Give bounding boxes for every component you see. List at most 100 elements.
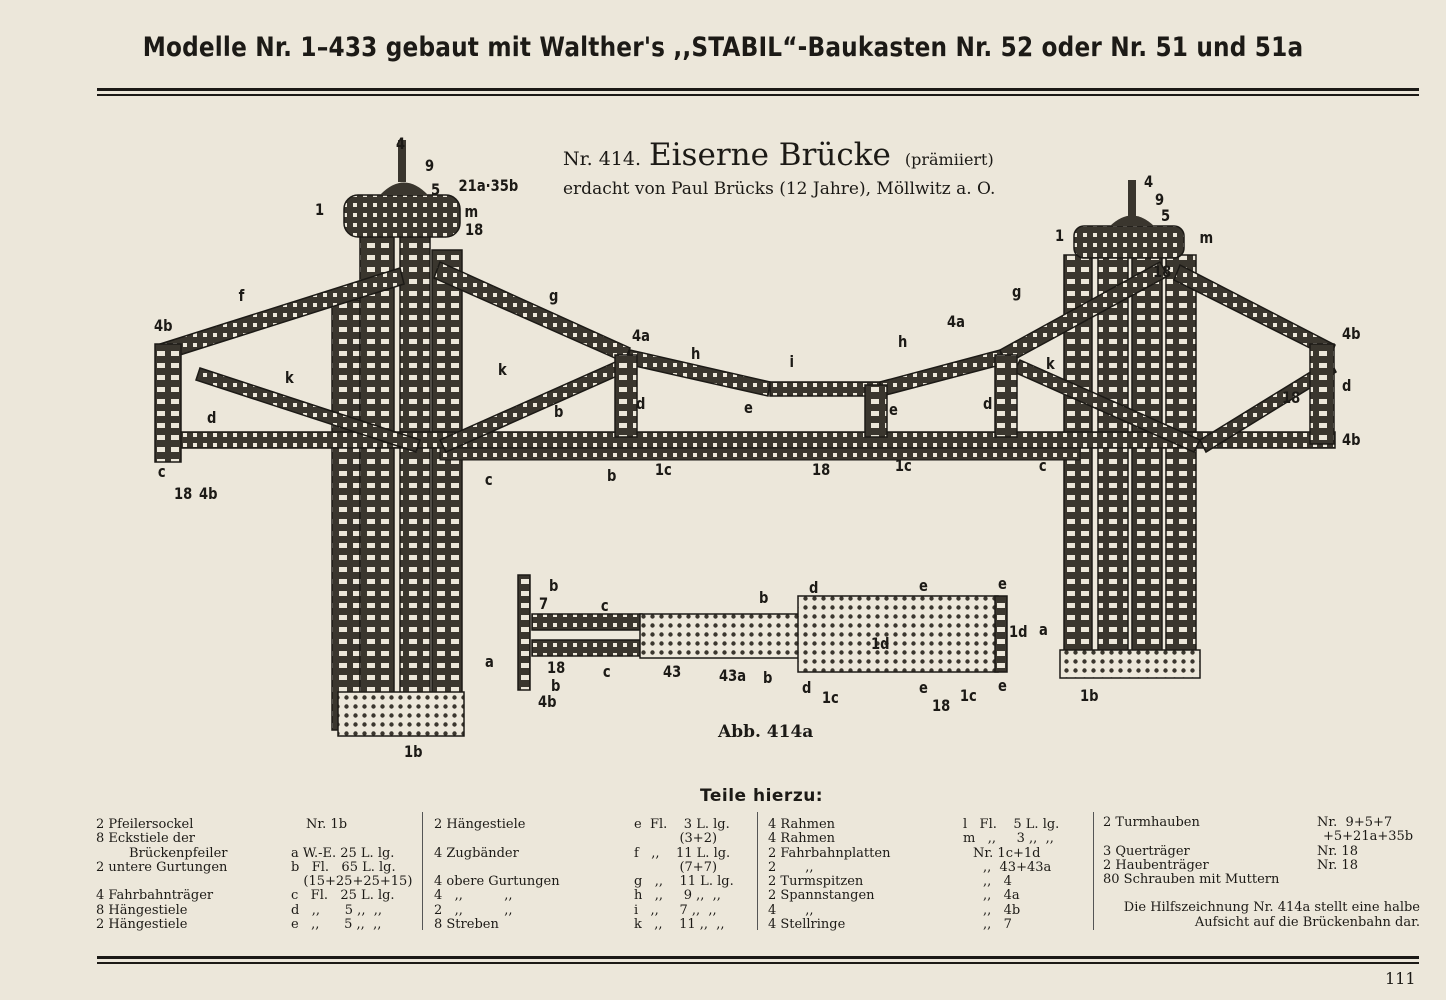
- part-label: 1d: [1009, 622, 1028, 641]
- part-label: i: [789, 352, 794, 371]
- figure-caption: Abb. 414a: [718, 722, 814, 742]
- part-label: 43: [663, 662, 682, 681]
- left-tower: [331, 140, 465, 737]
- part-label: d: [809, 578, 819, 597]
- column-separator: [757, 812, 758, 930]
- part-label: b: [551, 676, 561, 695]
- part-label: b: [554, 402, 564, 421]
- parts-line: 2 Spannstangen,, 4a: [768, 888, 1020, 904]
- part-label: 4b: [1342, 430, 1361, 449]
- header-rule-thin: [97, 94, 1419, 96]
- parts-line: (15+25+25+15): [291, 874, 413, 890]
- part-label: 18: [932, 696, 951, 715]
- part-label: a: [1038, 620, 1048, 639]
- part-label: 5: [1161, 206, 1171, 225]
- part-label: a: [484, 652, 494, 671]
- award-note: (prämiiert): [904, 150, 994, 169]
- part-label: 18: [174, 484, 193, 503]
- part-label: b: [759, 588, 769, 607]
- auxiliary-drawing-note: Die Hilfszeichnung Nr. 414a stellt eine …: [1123, 900, 1420, 930]
- part-label: 5: [431, 180, 441, 199]
- part-label: 4: [396, 134, 406, 153]
- parts-line: 80 Schrauben mit Muttern: [1103, 872, 1280, 888]
- column-separator: [1093, 812, 1094, 930]
- parts-line: 8 Eckstiele der: [96, 831, 196, 847]
- part-label: 18: [812, 460, 831, 479]
- part-label: b: [549, 576, 559, 595]
- column-separator: [422, 812, 423, 930]
- parts-line: 2 ,, ,,i ,, 7 ,, ,,: [434, 902, 717, 918]
- part-label: h: [898, 332, 908, 351]
- part-label: k: [284, 368, 294, 387]
- parts-line: 4 Stellringe,, 7: [768, 917, 1012, 933]
- part-label: g: [1012, 282, 1022, 301]
- part-label: d: [1342, 376, 1352, 395]
- model-title-block: Nr. 414.Eiserne Brücke(prämiiert) erdach…: [563, 137, 995, 199]
- part-label: 4b: [199, 484, 218, 503]
- part-label: c: [600, 596, 609, 615]
- part-label: e: [888, 400, 898, 419]
- part-label: e: [997, 574, 1007, 593]
- part-label: 1b: [404, 742, 423, 761]
- part-label: 4a: [631, 326, 650, 345]
- part-label: 18: [1282, 388, 1301, 407]
- part-label: 1c: [959, 686, 977, 705]
- part-label: h: [691, 344, 701, 363]
- part-label: 18: [1153, 262, 1172, 281]
- part-label: d: [802, 678, 812, 697]
- part-label: e: [997, 676, 1007, 695]
- part-label: c: [602, 662, 611, 681]
- part-label: 1: [1055, 226, 1065, 245]
- part-label: 9: [1155, 190, 1165, 209]
- part-label: 9: [425, 156, 435, 175]
- part-label: g: [549, 286, 559, 305]
- parts-line: 4 ,,,, 4b: [768, 902, 1021, 918]
- part-label: d: [636, 394, 646, 413]
- part-label: 43a: [718, 666, 747, 685]
- part-label: 4a: [946, 312, 965, 331]
- part-label: 1c: [894, 456, 912, 475]
- parts-line: 2 ,,,, 43+43a: [768, 859, 1052, 875]
- parts-line: 4 ,, ,,h ,, 9 ,, ,,: [434, 888, 721, 904]
- part-label: m: [1199, 228, 1214, 247]
- part-label: b: [763, 668, 773, 687]
- part-label: 1c: [821, 688, 839, 707]
- model-name: Eiserne Brücke: [649, 137, 891, 173]
- part-label: k: [1045, 354, 1055, 373]
- part-label: 4b: [538, 692, 557, 711]
- part-label: b: [607, 466, 617, 485]
- model-author: erdacht von Paul Brücks (12 Jahre), Möll…: [563, 179, 996, 199]
- part-label: 4: [1144, 172, 1154, 191]
- part-label: 18: [465, 220, 484, 239]
- truss-members: [154, 260, 1337, 463]
- part-label: 1: [315, 200, 325, 219]
- part-label: d: [983, 394, 993, 413]
- part-label: f: [238, 286, 245, 305]
- part-label: 1d: [871, 634, 890, 653]
- part-label: e: [743, 398, 753, 417]
- part-label: 7: [539, 594, 549, 613]
- part-label: 4b: [1342, 324, 1361, 343]
- part-label: 1b: [1080, 686, 1099, 705]
- part-label: c: [484, 470, 493, 489]
- part-label: 4b: [154, 316, 173, 335]
